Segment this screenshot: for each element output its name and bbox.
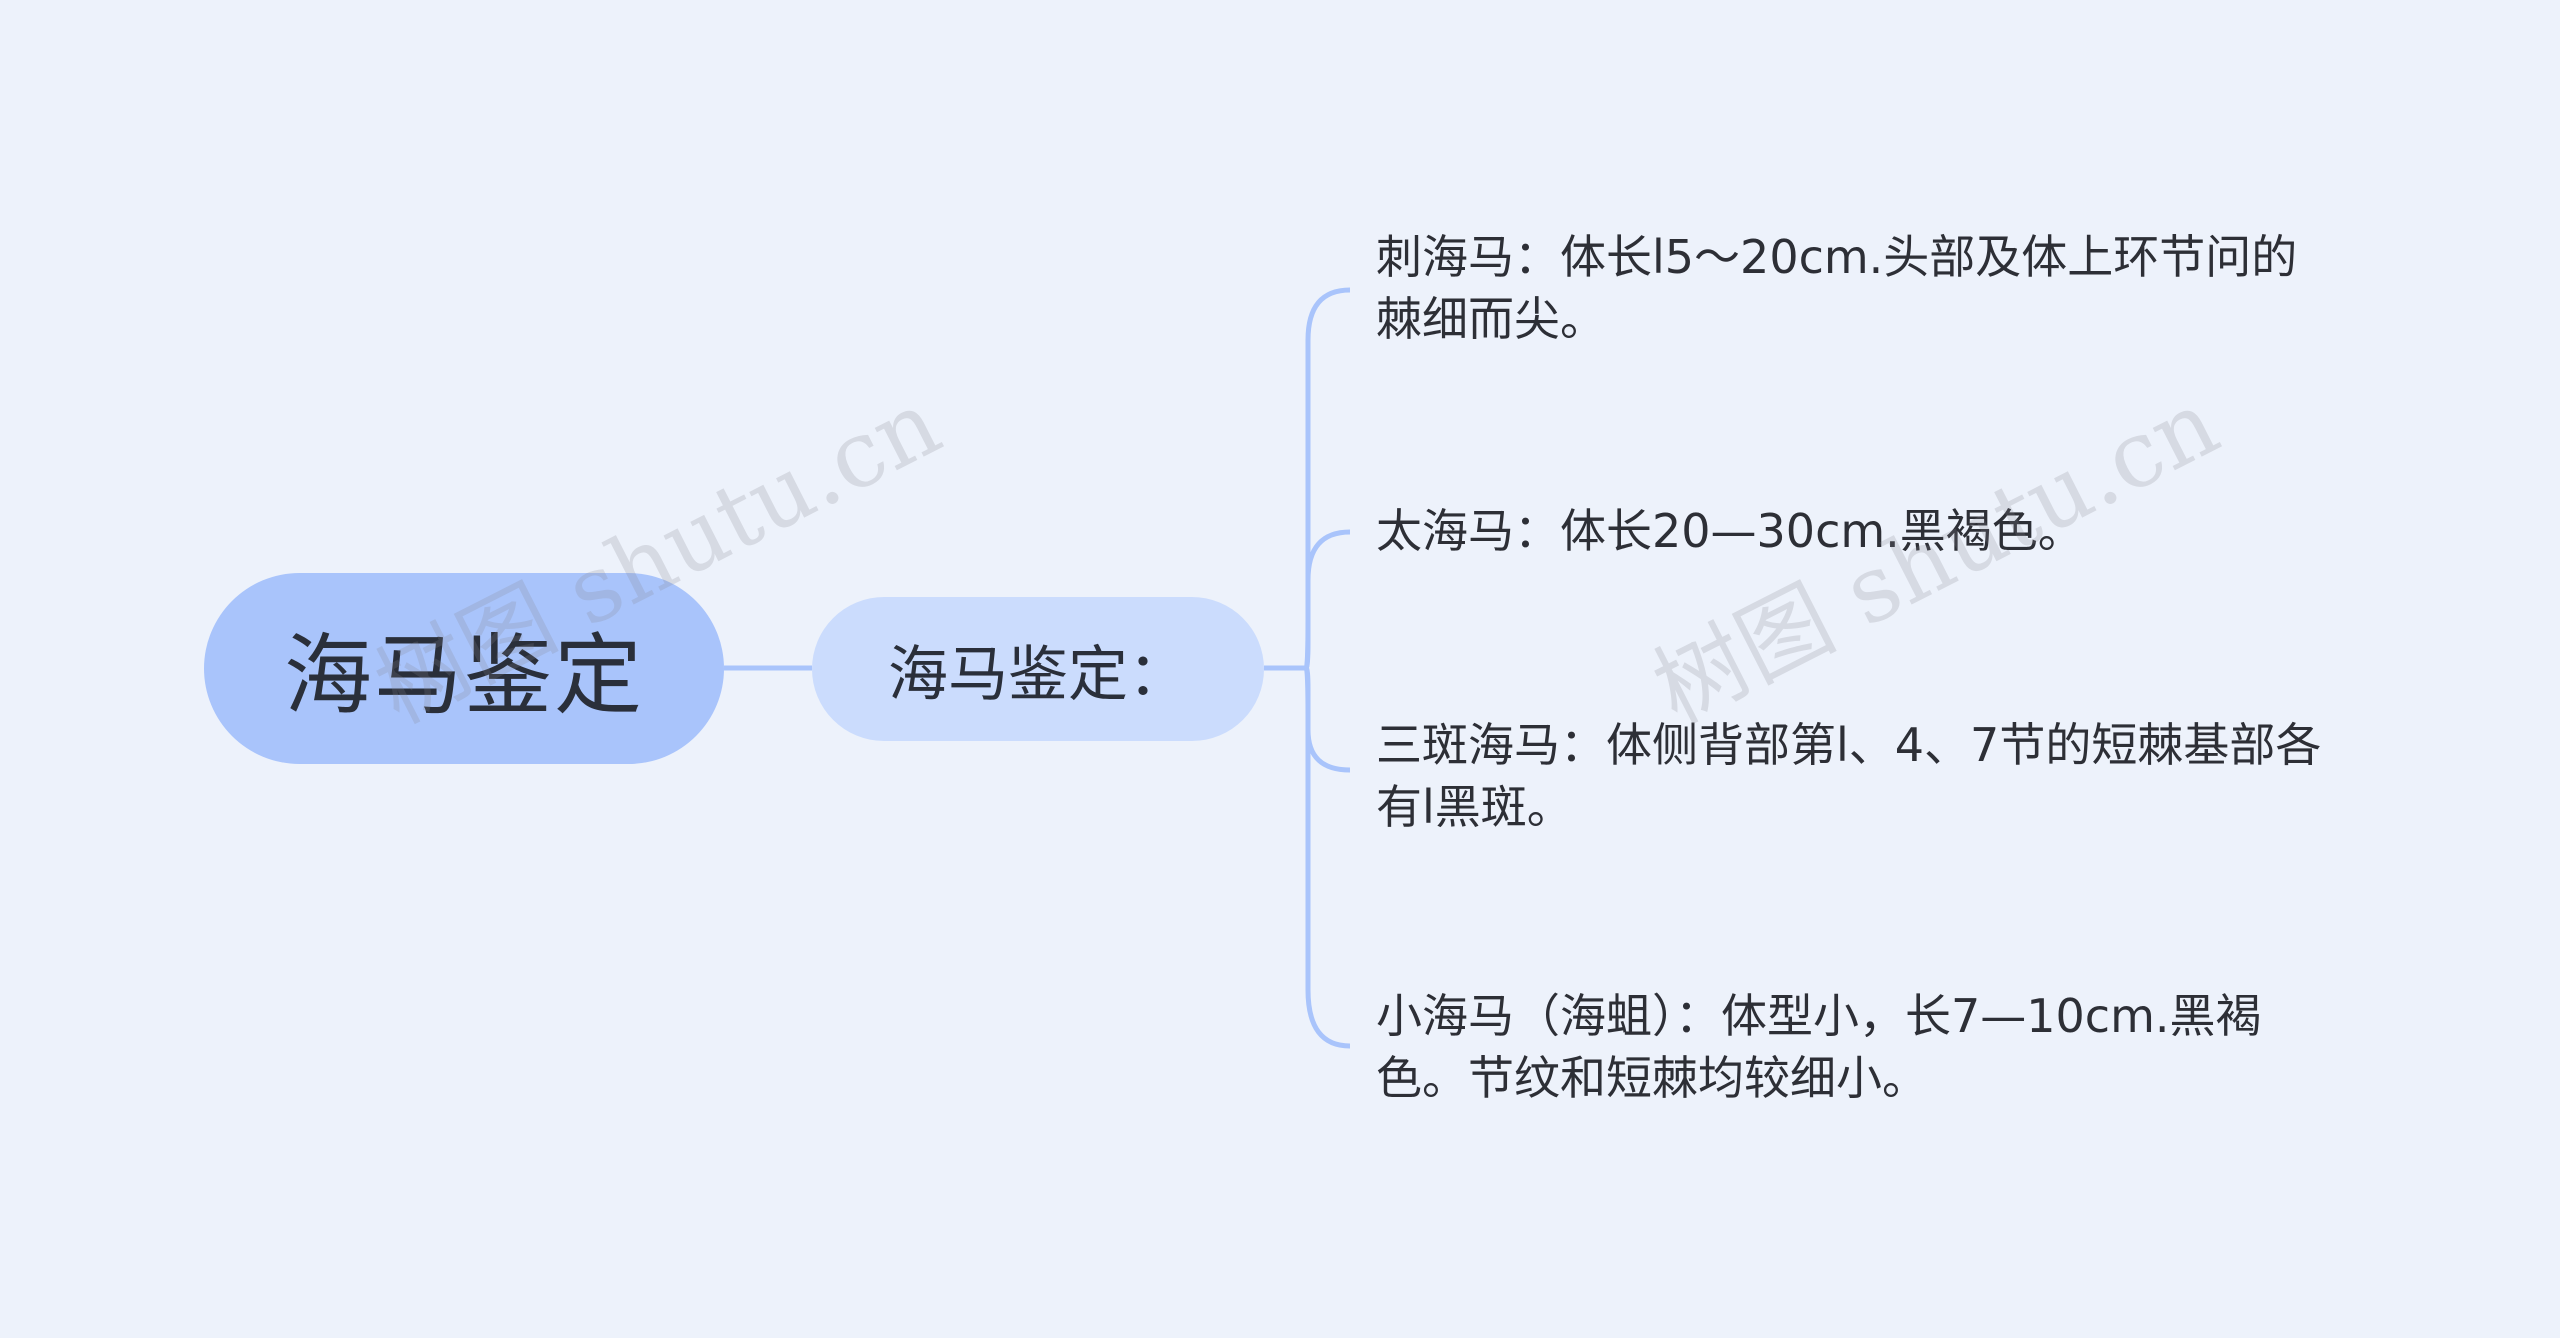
root-node[interactable]: 海马鉴定 (204, 573, 724, 764)
root-node-label: 海马鉴定 (283, 624, 644, 727)
leaf-1-connector (1303, 287, 1351, 671)
leaf-node-2[interactable]: 太海马：体长20—30cm.黑褐色。 (1376, 504, 2084, 558)
leaf-node-1[interactable]: 刺海马：体长l5～20cm.头部及体上环节问的棘细而尖。 (1376, 230, 2298, 346)
leaf-4-connector (1303, 665, 1351, 1049)
sub-node-label: 海马鉴定： (888, 639, 1188, 710)
leaf-3-connector (1304, 665, 1351, 773)
leaf-2-connector (1303, 529, 1351, 671)
leaf-node-4[interactable]: 小海马（海蛆）：体型小，长7—10cm.黑褐色。节纹和短棘均较细小。 (1376, 989, 2262, 1105)
leaf-node-3[interactable]: 三斑海马：体侧背部第l、4、7节的短棘基部各有l黑斑。 (1376, 718, 2322, 834)
sub-node[interactable]: 海马鉴定： (812, 597, 1264, 741)
